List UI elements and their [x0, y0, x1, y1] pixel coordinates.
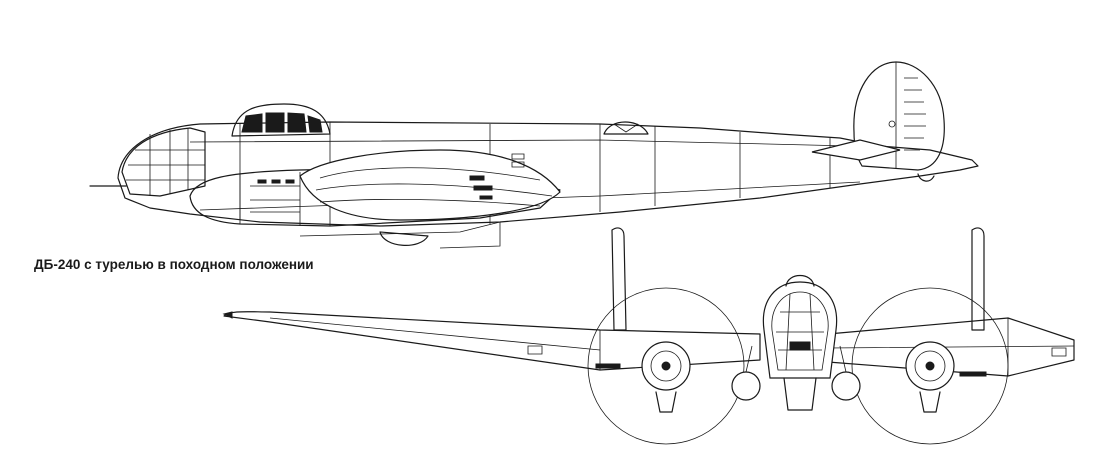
right-wing-hatch: [1051, 347, 1067, 357]
fairing-vents: [469, 175, 493, 200]
cockpit-canopy: [231, 103, 331, 137]
left-wing-hatch: [527, 345, 543, 355]
tail-wheel: [917, 173, 935, 182]
nose-glazing-frames: [126, 128, 205, 196]
gear-door: [299, 221, 501, 249]
left-engine-exhaust: [595, 363, 621, 369]
right-engine-inner: [914, 350, 946, 382]
canopy-frames: [241, 112, 323, 133]
nacelle-details: [239, 172, 301, 226]
left-spinner: [661, 361, 671, 371]
nose-window: [789, 341, 811, 351]
right-propeller-disc: [851, 287, 1009, 445]
fuselage-front: [762, 281, 838, 379]
wheel-struts: [745, 345, 847, 373]
left-engine-pylon: [655, 391, 677, 413]
diagram-caption: ДБ-240 с турелью в походном положении: [34, 257, 314, 272]
astrodome-frame: [613, 123, 639, 133]
tail-fitting: [888, 120, 896, 128]
right-spinner: [925, 361, 935, 371]
fuselage-keel: [783, 377, 817, 411]
left-main-wheel: [731, 371, 761, 401]
rudder-ribs: [904, 77, 926, 151]
vertical-tail: [853, 61, 945, 171]
turret-dome: [785, 274, 815, 287]
left-engine-inner: [650, 350, 682, 382]
left-wing-lines: [269, 317, 601, 370]
astrodome: [603, 121, 649, 135]
wing-fairing-lines: [315, 167, 553, 207]
right-propeller-blade: [971, 227, 985, 331]
wing-nav-light: [222, 311, 233, 319]
left-propeller-blade: [611, 227, 627, 331]
right-main-wheel: [831, 371, 861, 401]
fuselage-outline: [117, 121, 979, 227]
right-engine-pylon: [919, 391, 941, 413]
exhaust-stubs: [257, 179, 295, 184]
left-propeller-disc: [587, 287, 745, 445]
main-landing-gear: [379, 231, 429, 246]
horizontal-stabilizer: [811, 139, 901, 161]
fuselage-hatch: [511, 153, 525, 168]
nose-glazing: [121, 127, 206, 197]
right-engine-exhaust: [959, 371, 987, 377]
